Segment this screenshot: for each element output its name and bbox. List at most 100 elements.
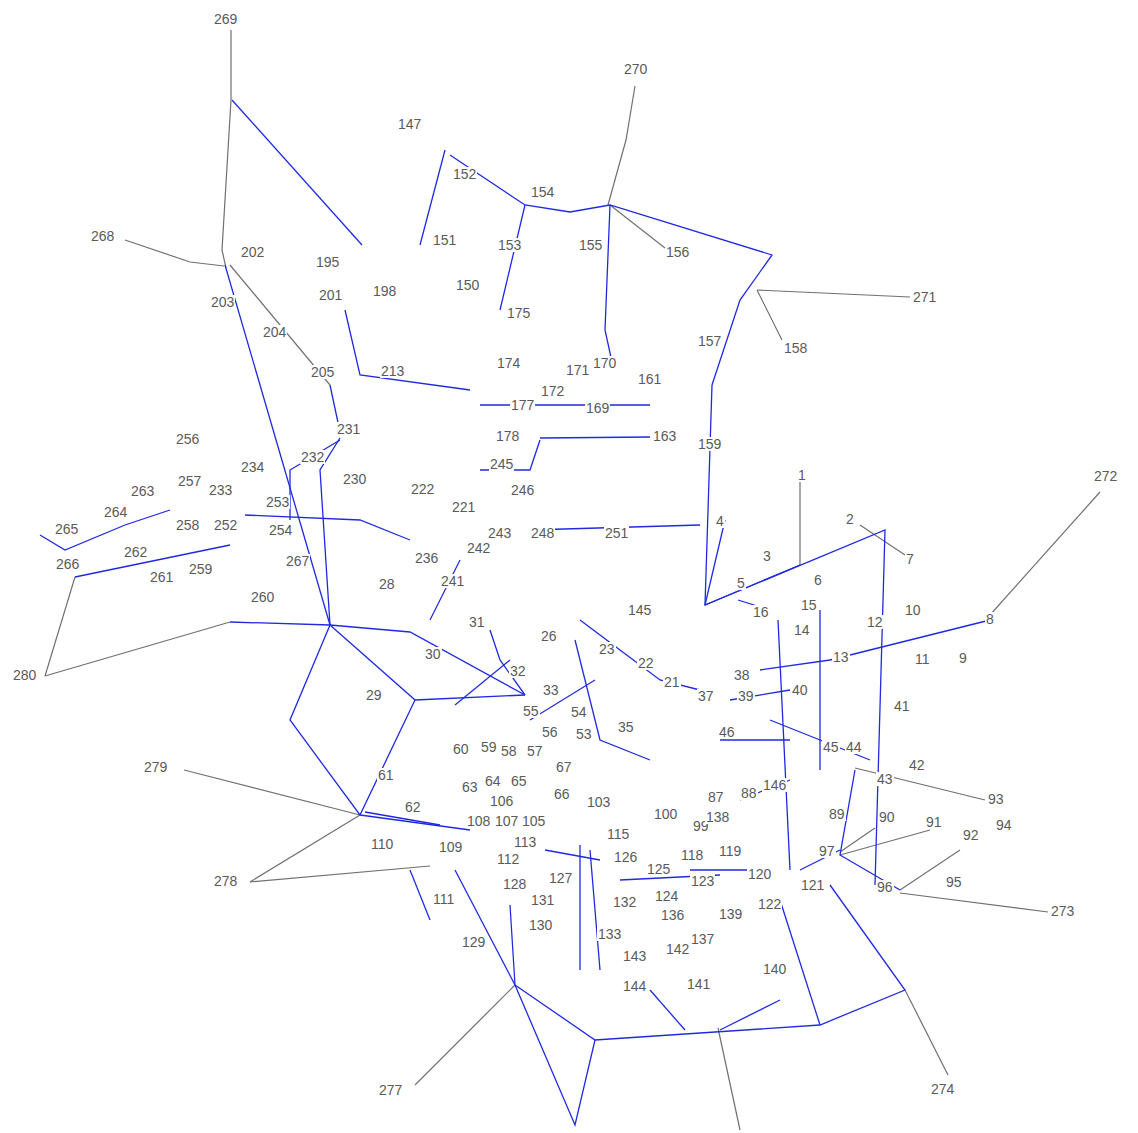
node-number: 203 [210,295,235,309]
node-number: 127 [548,871,573,885]
node-number: 155 [578,238,603,252]
node-number: 109 [438,840,463,854]
node-number: 40 [791,683,809,697]
node-number: 280 [12,668,37,682]
node-number: 15 [800,598,818,612]
node-number: 154 [530,185,555,199]
node-number: 242 [466,541,491,555]
node-number: 93 [987,792,1005,806]
node-number: 233 [208,483,233,497]
node-number: 55 [522,704,540,718]
node-number: 269 [213,12,238,26]
node-number: 267 [285,554,310,568]
node-number: 96 [876,880,894,894]
node-number: 13 [832,650,850,664]
node-number: 108 [466,814,491,828]
node-number: 147 [397,117,422,131]
node-number: 35 [617,720,635,734]
node-number: 271 [912,290,937,304]
node-number: 67 [555,760,573,774]
node-number: 23 [598,642,616,656]
node-number: 204 [262,325,287,339]
node-number: 230 [342,472,367,486]
node-number: 152 [452,167,477,181]
node-number: 260 [250,590,275,604]
node-number: 157 [697,334,722,348]
node-number: 253 [265,495,290,509]
node-number: 14 [793,623,811,637]
node-number: 10 [904,603,922,617]
node-number: 62 [404,800,422,814]
node-number: 7 [905,552,915,566]
node-number: 236 [414,551,439,565]
node-number: 37 [697,689,715,703]
node-number: 44 [845,740,863,754]
node-number: 122 [757,897,782,911]
node-number: 28 [378,577,396,591]
node-number: 163 [652,429,677,443]
node-number: 268 [90,229,115,243]
node-number: 159 [697,437,722,451]
node-number: 111 [432,892,455,906]
node-number: 169 [585,401,610,415]
node-number: 175 [506,306,531,320]
node-number: 45 [822,740,840,754]
node-number: 60 [452,742,470,756]
node-number: 89 [828,807,846,821]
node-number: 95 [945,875,963,889]
node-number: 46 [718,725,736,739]
node-number: 252 [213,518,238,532]
node-number: 140 [762,962,787,976]
node-number: 107 [494,814,519,828]
node-number: 146 [762,778,787,792]
node-number: 144 [622,979,647,993]
node-number: 100 [653,807,678,821]
node-number: 130 [528,918,553,932]
node-number: 274 [930,1082,955,1096]
node-number: 4 [715,514,725,528]
node-number: 121 [800,878,825,892]
node-number: 178 [495,429,520,443]
node-number: 33 [542,683,560,697]
node-number: 58 [500,744,518,758]
node-number: 221 [451,500,476,514]
node-number: 202 [240,245,265,259]
node-number: 133 [597,927,622,941]
node-number: 41 [893,699,911,713]
node-number: 151 [432,233,457,247]
node-number: 141 [686,977,711,991]
node-number: 277 [378,1083,403,1097]
node-number: 131 [530,893,555,907]
node-number: 120 [747,867,772,881]
node-number: 129 [461,935,486,949]
node-number: 113 [513,835,537,849]
node-number: 145 [627,603,652,617]
node-number: 243 [487,526,512,540]
node-number: 64 [484,774,502,788]
node-number: 110 [370,837,394,851]
node-number: 136 [660,908,685,922]
node-number: 2 [845,512,855,526]
node-number: 132 [612,895,637,909]
node-number: 1 [797,468,807,482]
node-number: 54 [570,705,588,719]
node-number: 87 [707,790,725,804]
node-number: 59 [480,740,498,754]
node-number: 265 [54,522,79,536]
node-number: 3 [762,549,772,563]
node-number: 143 [622,949,647,963]
node-number: 254 [268,523,293,537]
node-number: 257 [177,474,202,488]
node-number: 177 [510,398,535,412]
node-number: 248 [530,526,555,540]
node-number: 94 [995,818,1013,832]
node-number: 261 [149,570,174,584]
node-number: 270 [623,62,648,76]
node-number: 171 [565,363,590,377]
node-number: 213 [380,364,405,378]
node-number: 142 [665,942,690,956]
node-number: 195 [315,255,340,269]
node-number: 8 [985,612,995,626]
node-number: 92 [962,828,980,842]
node-number: 198 [372,284,397,298]
